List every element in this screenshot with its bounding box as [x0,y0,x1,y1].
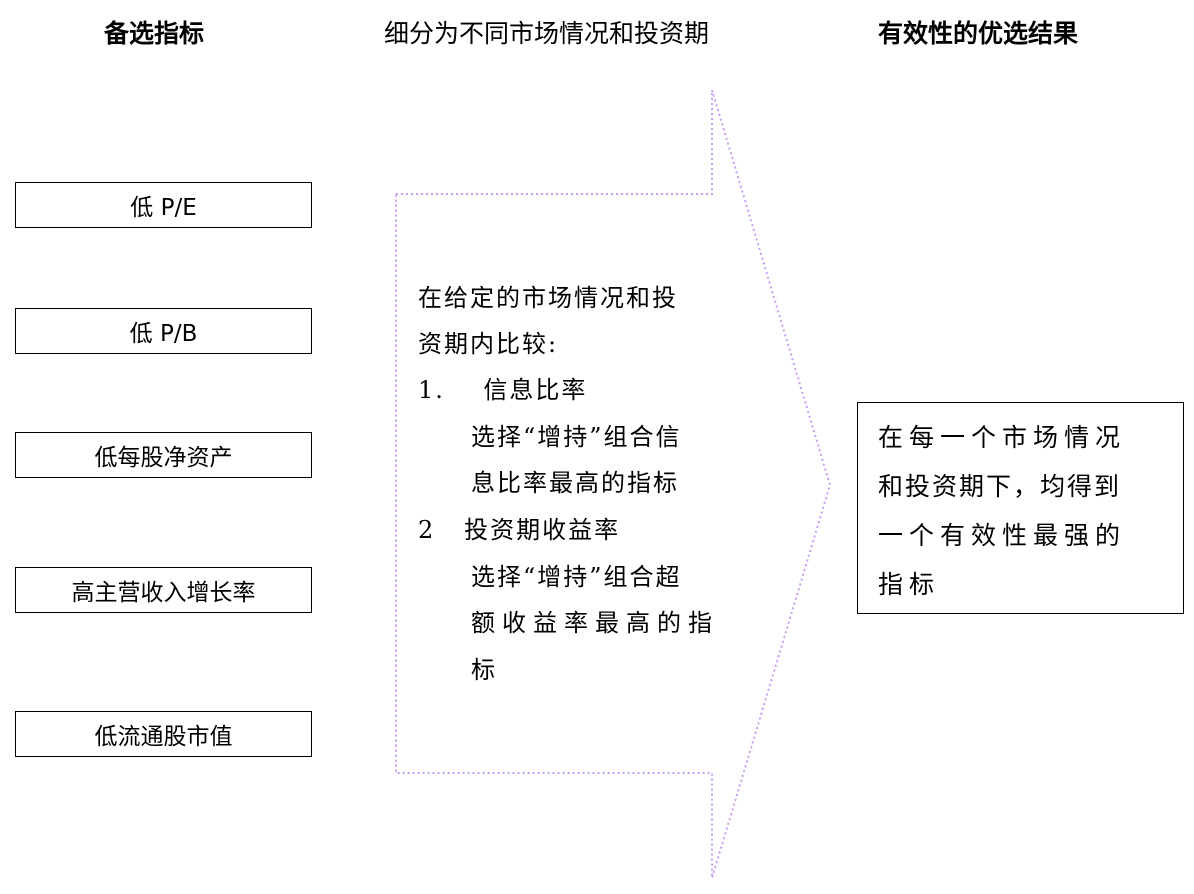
result-text-line: 指标 [878,570,941,599]
header-segmentation: 细分为不同市场情况和投资期 [384,19,710,48]
process-text-line: 息比率最高的指标 [471,469,679,497]
result-text-line: 在每一个市场情况 [878,423,1127,452]
result-text-line: 和投资期下，均得到 [878,472,1122,501]
process-text-line: 选择“增持”组合信 [471,423,682,451]
result-box: 在每一个市场情况 和投资期下，均得到 一个有效性最强的 指标 [857,402,1184,614]
header-candidate-indicators: 备选指标 [104,19,205,48]
process-text-line: 2 投资期收益率 [418,516,621,544]
indicator-box-low-pe: 低 P/E [15,182,312,228]
process-text-line: 标 [471,656,497,684]
process-text-line: 1. 信息比率 [418,376,588,404]
indicator-box-revenue-growth: 高主营收入增长率 [15,567,312,613]
arrow-shape [395,89,832,879]
indicator-box-low-float-cap: 低流通股市值 [15,711,312,757]
header-optimal-result: 有效性的优选结果 [878,19,1079,48]
indicator-box-low-pb: 低 P/B [15,308,312,354]
process-text-line: 选择“增持”组合超 [471,563,682,591]
process-text-line: 在给定的市场情况和投 [418,284,678,312]
process-text-line: 额收益率最高的指 [471,609,719,637]
result-text-line: 一个有效性最强的 [878,521,1127,550]
indicator-box-low-nav: 低每股净资产 [15,432,312,478]
process-text-line: 资期内比较: [418,330,559,358]
